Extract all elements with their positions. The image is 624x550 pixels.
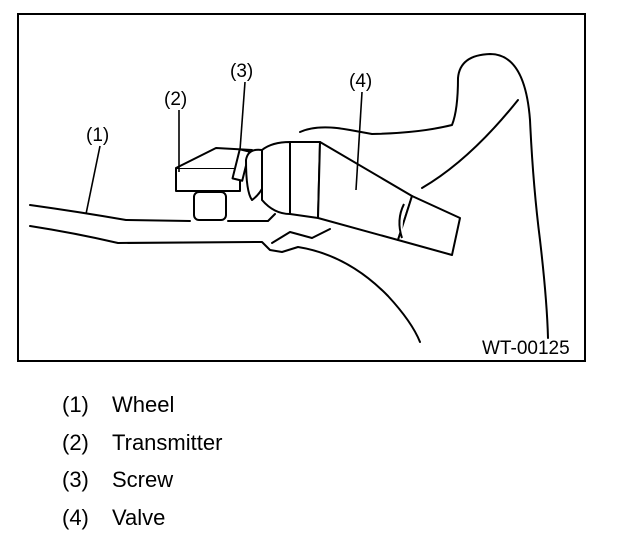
leader-lines bbox=[85, 81, 363, 215]
legend-label: Screw bbox=[112, 467, 174, 492]
legend-number: (1) bbox=[62, 392, 89, 417]
legend-number: (3) bbox=[62, 467, 89, 492]
legend-number: (2) bbox=[62, 429, 89, 455]
transmitter-drawing bbox=[175, 147, 253, 221]
wheel-drawing bbox=[29, 53, 549, 343]
figure-frame bbox=[17, 13, 586, 362]
legend-item-transmitter: (2) Transmitter bbox=[62, 427, 222, 465]
legend-label: Valve bbox=[112, 504, 166, 530]
callout-3-label: (3) bbox=[230, 61, 253, 82]
diagram-figure: (1) (2) (3) (4) WT-00125 bbox=[17, 13, 586, 362]
callout-2-label: (2) bbox=[164, 89, 187, 110]
legend-item-wheel: (1) Wheel bbox=[62, 389, 222, 427]
legend-list: (1) Wheel (2) Transmitter (3) Screw (4) Valv… bbox=[62, 389, 222, 539]
callout-4-label: (4) bbox=[349, 71, 372, 92]
legend-label: Transmitter bbox=[112, 429, 223, 455]
valve-drawing bbox=[245, 141, 461, 256]
callout-1-label: (1) bbox=[86, 125, 109, 146]
legend-number: (4) bbox=[62, 504, 89, 530]
legend-item-valve: (4) Valve bbox=[62, 502, 222, 540]
legend-label: Wheel bbox=[112, 392, 175, 417]
figure-code: WT-00125 bbox=[482, 338, 570, 359]
legend-item-screw: (3) Screw bbox=[62, 464, 222, 502]
